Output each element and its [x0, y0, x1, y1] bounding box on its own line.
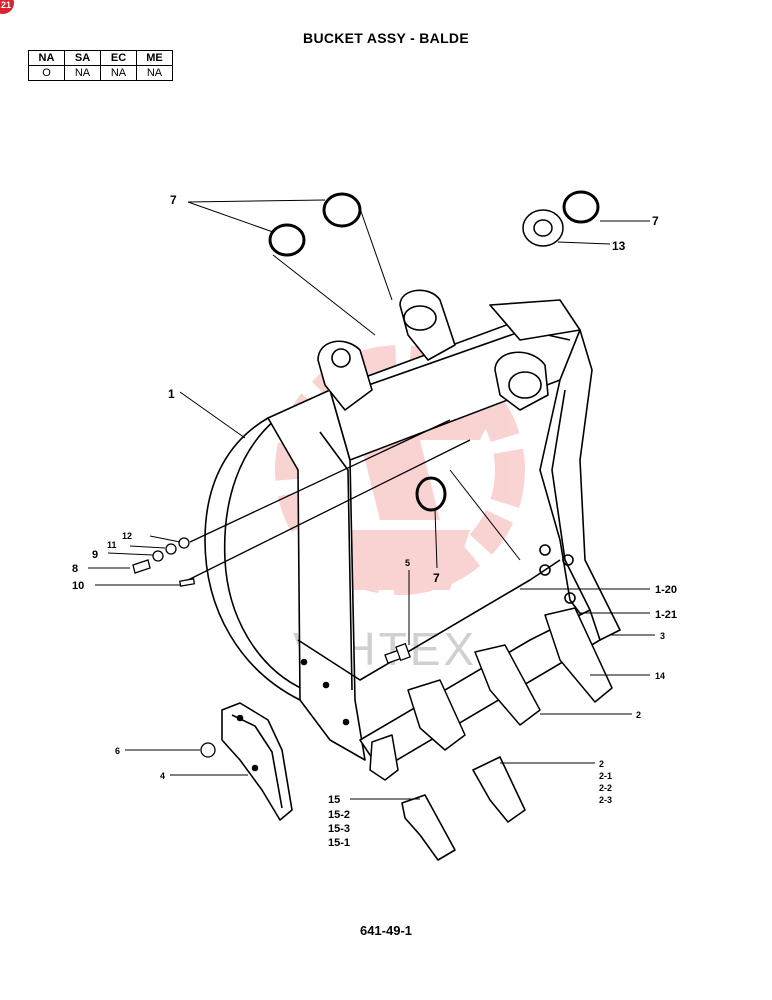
page-corner-badge-text: 21 [1, 0, 12, 10]
callout-1-20: 1-20 [655, 584, 677, 596]
bucket-back-plate [204, 417, 301, 701]
callout-2: 2 [599, 759, 604, 769]
market-code-header: ME [136, 50, 173, 66]
callout-14: 14 [655, 671, 665, 681]
callout-5: 5 [405, 558, 410, 568]
washer-9 [152, 550, 164, 562]
diagram-title: BUCKET ASSY - BALDE [303, 30, 469, 46]
callout-12: 12 [122, 531, 132, 541]
market-code-value-row: O NA NA NA [28, 65, 173, 81]
bucket-teeth [369, 607, 613, 781]
tooth [407, 679, 466, 751]
market-code-value: NA [100, 65, 137, 81]
callout-2-1: 2-1 [599, 771, 612, 781]
small-hardware [132, 537, 216, 758]
pin-10 [179, 578, 196, 587]
callout-2: 2 [636, 710, 641, 720]
bucket-floor [297, 559, 561, 681]
callout-10: 10 [72, 580, 84, 592]
leader-lines [88, 199, 655, 800]
callout-13: 13 [612, 239, 626, 253]
washer-12 [178, 537, 190, 549]
callout-6: 6 [115, 746, 120, 756]
tooth [544, 607, 613, 703]
page-number: 641-49-1 [359, 923, 413, 938]
pins [179, 419, 471, 664]
bucket-body [204, 289, 621, 771]
nut-6 [200, 742, 216, 758]
callout-15-3: 15-3 [328, 823, 350, 835]
tooth [369, 734, 399, 781]
bushing-13 [522, 209, 564, 247]
callout-labels: 1 7 7 7 13 12 11 9 8 10 5 1-20 1-21 3 14… [72, 193, 677, 849]
o-ring [562, 190, 600, 224]
callout-7: 7 [170, 193, 177, 207]
side-hole [322, 681, 330, 689]
side-cutter-4 [221, 702, 293, 821]
callout-15-2: 15-2 [328, 809, 350, 821]
bucket-back-curve [223, 419, 306, 691]
market-code-table: NA SA EC ME O NA NA NA [28, 50, 173, 81]
o-ring [415, 476, 447, 512]
o-ring [322, 192, 362, 228]
side-hole [300, 658, 308, 666]
callout-4: 4 [160, 771, 165, 781]
pin-shaft [189, 419, 451, 543]
pin-shaft [179, 439, 471, 585]
tooth-15 [401, 794, 456, 861]
watermark-glyph-lower [330, 530, 470, 590]
callout-3: 3 [660, 631, 665, 641]
callout-7: 7 [433, 571, 440, 585]
bushing-bore [533, 219, 553, 237]
loose-teeth [401, 756, 526, 861]
callout-1-21: 1-21 [655, 609, 677, 621]
market-code-header: SA [64, 50, 101, 66]
side-plate-bolts [539, 544, 576, 604]
watermark-gear [275, 345, 525, 595]
bucket-right-inner [551, 389, 591, 611]
callout-2-2: 2-2 [599, 783, 612, 793]
mount-pin-boss-rear-left [403, 305, 437, 331]
callout-8: 8 [72, 563, 78, 575]
market-code-value: NA [136, 65, 173, 81]
bolt-5-head [395, 642, 411, 662]
callout-11: 11 [107, 540, 117, 550]
mount-ear-rear-right [489, 299, 581, 341]
washer-11 [165, 543, 177, 555]
page-corner-badge: 21 [0, 0, 14, 14]
callout-15: 15 [328, 794, 340, 806]
mount-ear-left-hole [331, 348, 351, 368]
bolt-8 [132, 559, 151, 574]
tooth-2 [472, 756, 526, 823]
callout-9: 9 [92, 549, 98, 561]
bucket-left-rib [319, 431, 353, 691]
callout-1: 1 [168, 387, 175, 401]
mount-pin-boss-right [508, 371, 542, 399]
o-ring [268, 223, 306, 257]
callout-15-1: 15-1 [328, 837, 350, 849]
callout-7: 7 [652, 214, 659, 228]
tooth [474, 644, 541, 726]
side-hole [342, 718, 350, 726]
callout-2-3: 2-3 [599, 795, 612, 805]
